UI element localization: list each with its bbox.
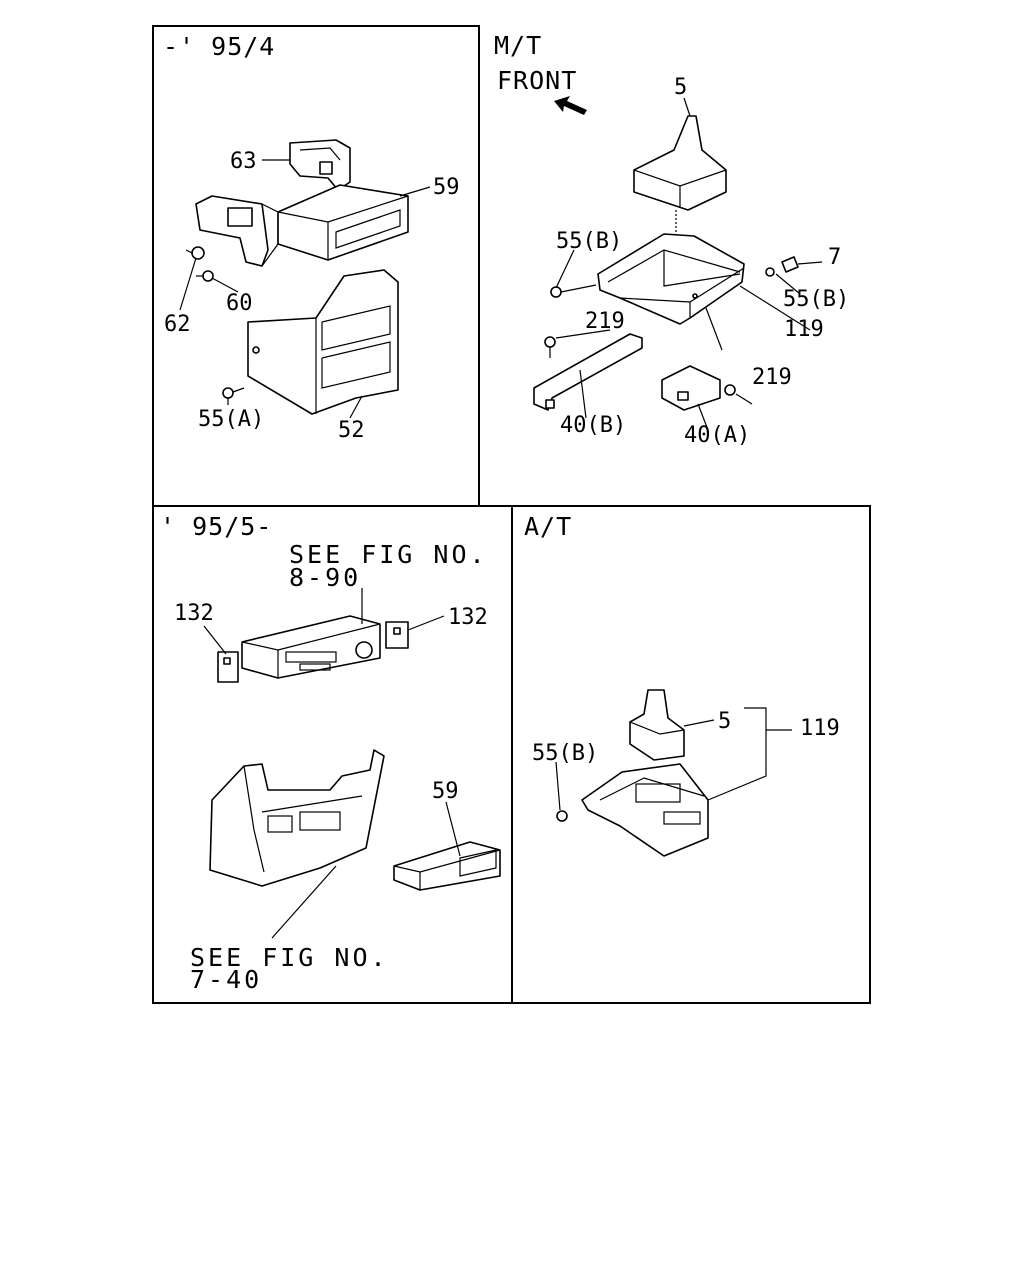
label-219-left: 219: [585, 309, 625, 334]
leaders-top-right: [555, 97, 823, 431]
see-fig-bottom-line1: SEE FIG NO.: [190, 943, 389, 972]
panel-frames: [152, 25, 871, 1004]
part-55b-screw-at: [556, 810, 568, 822]
part-119-console-at: [581, 763, 709, 857]
label-119-top: 119: [784, 317, 824, 342]
front-label: FRONT: [497, 66, 577, 95]
part-5-boot-at: [629, 689, 685, 761]
part-119-console: [597, 233, 745, 325]
label-63: 63: [230, 149, 257, 174]
part-dash-panel: [209, 749, 385, 887]
part-59-pocket: [277, 184, 409, 261]
part-52-panel: [247, 269, 399, 415]
see-fig-top-line1: SEE FIG NO.: [289, 540, 488, 569]
part-55a-screw: [222, 387, 245, 399]
frame-top-left: [152, 25, 480, 507]
header-bottom-left: ' 95/5-: [160, 512, 272, 541]
part-219-screw-left: [544, 336, 556, 358]
label-55b-right: 55(B): [783, 287, 849, 312]
part-63-bracket: [289, 139, 351, 191]
label-55a: 55(A): [198, 407, 264, 432]
part-5-boot: [633, 115, 727, 211]
part-59-pocket-bottom: [393, 841, 501, 891]
frame-bottom-right: [511, 505, 871, 1004]
label-59-bottom: 59: [432, 779, 459, 804]
part-219-screw-right: [724, 384, 736, 396]
label-219-right: 219: [752, 365, 792, 390]
part-62-clip: [185, 246, 205, 260]
part-55b-screw-left: [550, 284, 597, 298]
label-5-top: 5: [674, 75, 687, 100]
label-132-left: 132: [174, 601, 214, 626]
front-arrow-icon: [554, 96, 587, 115]
part-radio-unit: [241, 615, 381, 679]
part-60-screw: [196, 270, 214, 282]
part-bracket-left: [195, 195, 279, 267]
label-59-top: 59: [433, 175, 460, 200]
part-7-cap: [765, 256, 799, 277]
leaders-top-left: [179, 159, 431, 419]
label-132-right: 132: [448, 605, 488, 630]
label-60: 60: [226, 291, 253, 316]
label-62: 62: [164, 312, 191, 337]
header-bottom-right: A/T: [524, 512, 572, 541]
see-fig-top-line2: 8-90: [289, 563, 361, 592]
label-119-at: 119: [800, 716, 840, 741]
header-top-right: M/T: [494, 31, 542, 60]
part-132-bracket-left: [217, 651, 239, 683]
label-40a: 40(A): [684, 423, 750, 448]
part-40a-bracket: [661, 365, 721, 411]
label-55b-left: 55(B): [556, 229, 622, 254]
see-fig-bottom-line2: 7-40: [190, 965, 262, 994]
label-7: 7: [828, 245, 841, 270]
label-52: 52: [338, 418, 365, 443]
leaders-bottom-right: [555, 707, 792, 811]
part-132-bracket-right: [385, 621, 409, 649]
leaders-bottom-left: [203, 588, 461, 939]
label-5-at: 5: [718, 709, 731, 734]
label-40b: 40(B): [560, 413, 626, 438]
label-55b-at: 55(B): [532, 741, 598, 766]
part-40b-bracket: [533, 333, 643, 411]
header-top-left: -' 95/4: [163, 32, 275, 61]
